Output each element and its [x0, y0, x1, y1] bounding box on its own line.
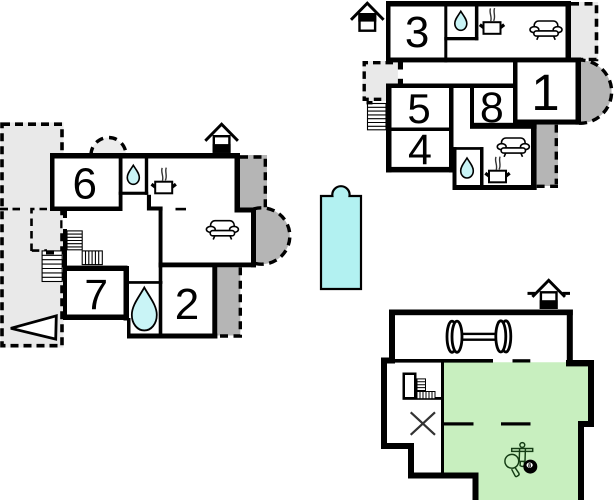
svg-text:8: 8 — [480, 84, 504, 132]
svg-text:4: 4 — [408, 126, 432, 174]
svg-text:6: 6 — [73, 159, 97, 208]
svg-text:5: 5 — [407, 85, 430, 132]
svg-text:7: 7 — [84, 272, 108, 319]
svg-text:1: 1 — [531, 64, 559, 121]
svg-text:2: 2 — [175, 280, 199, 329]
svg-text:3: 3 — [405, 8, 429, 57]
